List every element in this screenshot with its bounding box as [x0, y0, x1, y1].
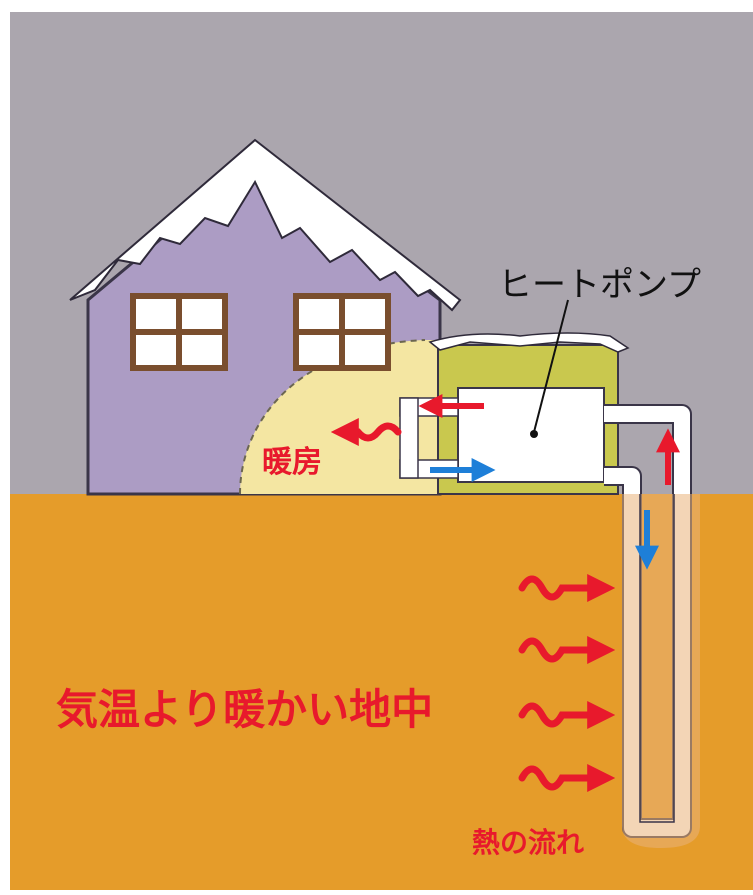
roof-snow: [69, 138, 462, 312]
window-left: [130, 293, 228, 371]
heat-wavy-arrow-1: [518, 574, 616, 602]
annex-snow: [428, 332, 630, 353]
heat-pump-label: ヒートポンプ: [498, 265, 701, 305]
heating-label: 暖房: [262, 445, 322, 480]
heat-wavy-arrow-2: [518, 636, 616, 664]
callout-leader-line: [533, 299, 569, 433]
heated-zone-overlay: [240, 340, 440, 494]
borehole: [622, 494, 700, 848]
ground-label: 気温より暖かい地中: [56, 685, 433, 734]
indoor-pipe-riser: [399, 397, 419, 479]
heat-pump-dot: [530, 430, 538, 438]
heat-wavy-arrow-4: [518, 764, 616, 792]
heat-wave-arrows: [518, 574, 616, 792]
window-right: [293, 293, 391, 371]
heat-wavy-arrow-3: [518, 701, 616, 729]
heat-flow-label: 熱の流れ: [472, 826, 584, 859]
heating-wavy-arrow: [330, 418, 402, 446]
borehole-inner-line: [639, 494, 675, 823]
